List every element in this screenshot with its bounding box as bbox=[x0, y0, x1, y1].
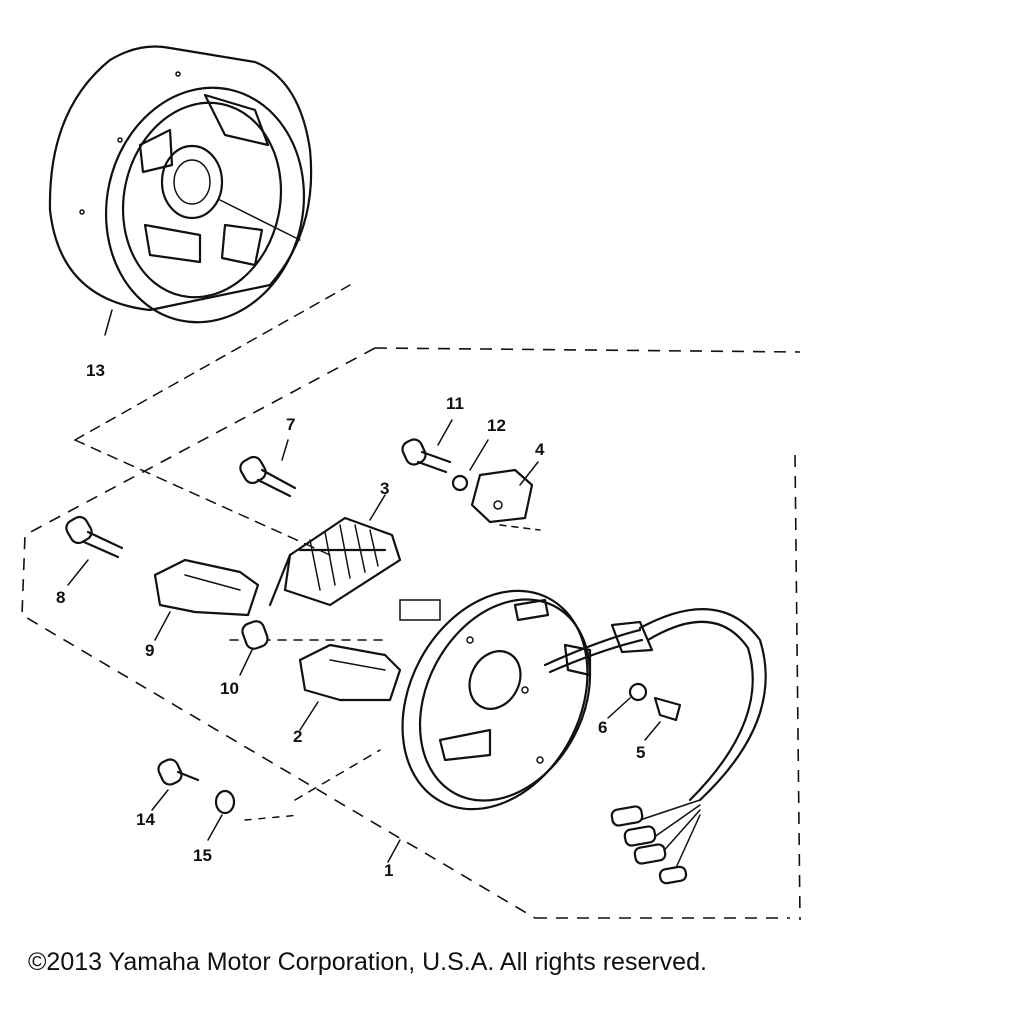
assembly-guide-lines bbox=[21, 199, 801, 921]
callout-15: 15 bbox=[193, 846, 212, 865]
screw-7-part bbox=[239, 455, 297, 498]
callout-9: 9 bbox=[145, 641, 154, 660]
lighting-coil-part bbox=[298, 643, 402, 702]
washer-12-part bbox=[451, 474, 469, 492]
callout-4: 4 bbox=[535, 440, 545, 459]
callout-5: 5 bbox=[636, 743, 645, 762]
callout-6: 6 bbox=[598, 718, 607, 737]
callout-leader-lines bbox=[67, 419, 661, 863]
callout-8: 8 bbox=[56, 588, 65, 607]
callout-2: 2 bbox=[293, 727, 302, 746]
screw-11-part bbox=[401, 438, 452, 474]
callout-10: 10 bbox=[220, 679, 239, 698]
washer-15-part bbox=[214, 789, 236, 815]
callout-12: 12 bbox=[487, 416, 506, 435]
washer-6-part bbox=[628, 682, 648, 702]
callout-13: 13 bbox=[86, 361, 105, 380]
callout-11: 11 bbox=[446, 394, 464, 413]
screw-5-part bbox=[653, 696, 682, 722]
stator-base-plate-part bbox=[401, 589, 592, 811]
screw-8-part bbox=[65, 515, 124, 559]
flywheel-rotor-part bbox=[48, 45, 313, 324]
wire-harness-part bbox=[543, 608, 767, 885]
source-coil-part bbox=[153, 558, 260, 617]
callout-14: 14 bbox=[136, 810, 155, 829]
screw-14-part bbox=[157, 758, 200, 786]
charging-coil-part bbox=[268, 516, 402, 607]
callout-1: 1 bbox=[384, 861, 393, 880]
exploded-parts-diagram: 1 2 3 4 5 6 7 8 9 10 11 12 13 14 15 bbox=[21, 45, 801, 921]
copyright-notice: ©2013 Yamaha Motor Corporation, U.S.A. A… bbox=[28, 948, 707, 976]
pulser-coil-part bbox=[470, 468, 534, 524]
callout-3: 3 bbox=[380, 479, 389, 498]
callout-7: 7 bbox=[286, 415, 295, 434]
spacer-collar-part bbox=[241, 620, 269, 650]
